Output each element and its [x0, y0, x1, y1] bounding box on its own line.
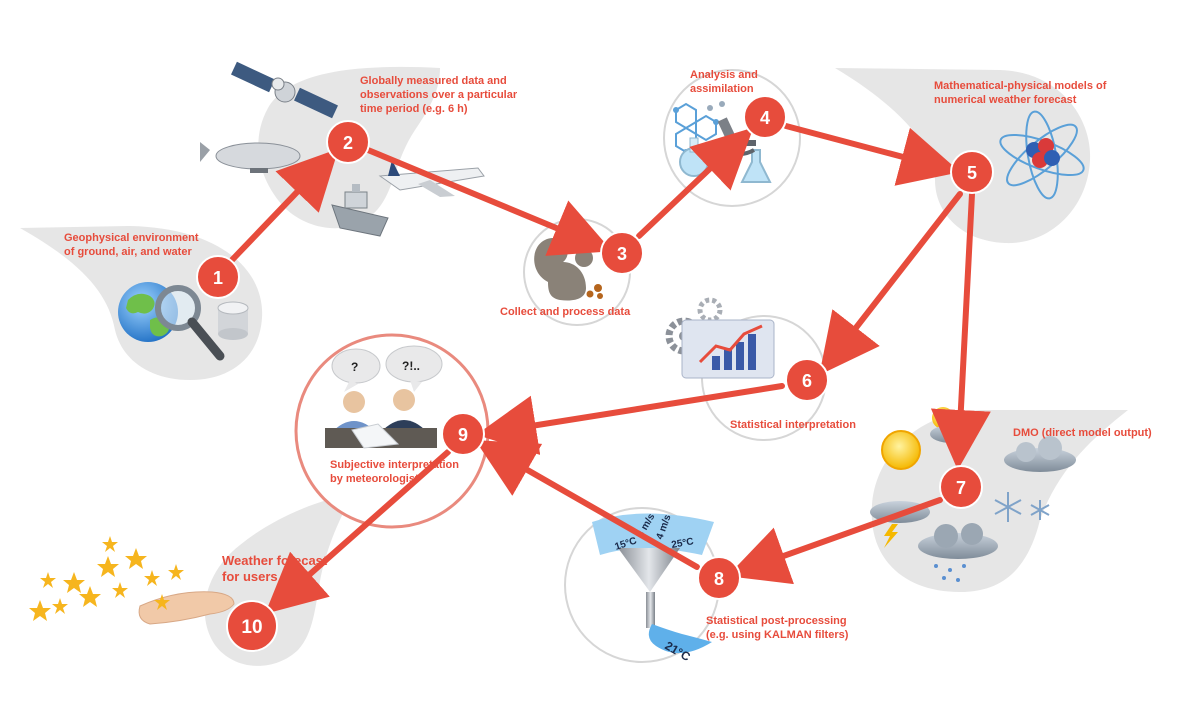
- step-label-6: Statistical interpretation: [730, 419, 856, 431]
- satellite-icon: [231, 61, 338, 119]
- step-number: 5: [967, 163, 977, 183]
- step-number: 10: [241, 617, 262, 638]
- hand-stars-icon: [29, 536, 235, 625]
- step-marker-10: 10: [226, 600, 278, 652]
- step-marker-9: 9: [441, 412, 485, 456]
- step-number: 2: [343, 133, 353, 153]
- step-label-10: Weather forecast for users: [222, 553, 328, 584]
- step-marker-1: 1: [196, 255, 240, 299]
- flow-arrows: [229, 123, 991, 614]
- rain-cloud-icon: [918, 523, 998, 582]
- step-markers: 1 2 3 4 5 6 7 8: [196, 95, 994, 652]
- step-marker-4: 4: [743, 95, 787, 139]
- step-label-7: DMO (direct model output): [1013, 427, 1152, 439]
- step-label-4: Analysis and assimilation: [690, 69, 758, 95]
- step-marker-7: 7: [939, 465, 983, 509]
- meteorologists-icon: ? ?!..: [325, 345, 443, 449]
- database-icon: [217, 301, 249, 340]
- temp-reading-2: 25°C: [671, 536, 695, 551]
- funnel-icon: 15°C 25°C 8 m/s 4 m/s 21°C: [592, 511, 714, 664]
- step-label-1: Geophysical environment of ground, air, …: [64, 232, 199, 258]
- exclaim-bubble: ?!..: [402, 359, 420, 373]
- ship-icon: [331, 184, 389, 237]
- step-marker-8: 8: [697, 556, 741, 600]
- bar-chart-icon: [681, 319, 775, 379]
- step-label-5: Mathematical-physical models of numerica…: [934, 80, 1107, 106]
- step-number: 6: [802, 371, 812, 391]
- step-marker-5: 5: [950, 150, 994, 194]
- atom-icon: [999, 110, 1085, 200]
- step-label-2: Globally measured data and observations …: [360, 75, 518, 115]
- step-number: 1: [213, 268, 223, 288]
- step-number: 9: [458, 425, 468, 445]
- step-label-8: Statistical post-processing (e.g. using …: [706, 615, 849, 641]
- step-marker-6: 6: [785, 358, 829, 402]
- cloud-icon: [1004, 436, 1076, 472]
- step-label-9: Subjective interpretation by meteorologi…: [330, 459, 459, 485]
- globe-magnifier-icon: [118, 282, 225, 361]
- question-bubble: ?: [351, 360, 358, 374]
- step-number: 7: [956, 478, 966, 498]
- step-marker-3: 3: [600, 231, 644, 275]
- snowflake-icon: [994, 492, 1050, 522]
- step-number: 8: [714, 569, 724, 589]
- step-number: 3: [617, 244, 627, 264]
- step-marker-2: 2: [326, 120, 370, 164]
- step-label-3: Collect and process data: [500, 306, 631, 318]
- step-number: 4: [760, 108, 770, 128]
